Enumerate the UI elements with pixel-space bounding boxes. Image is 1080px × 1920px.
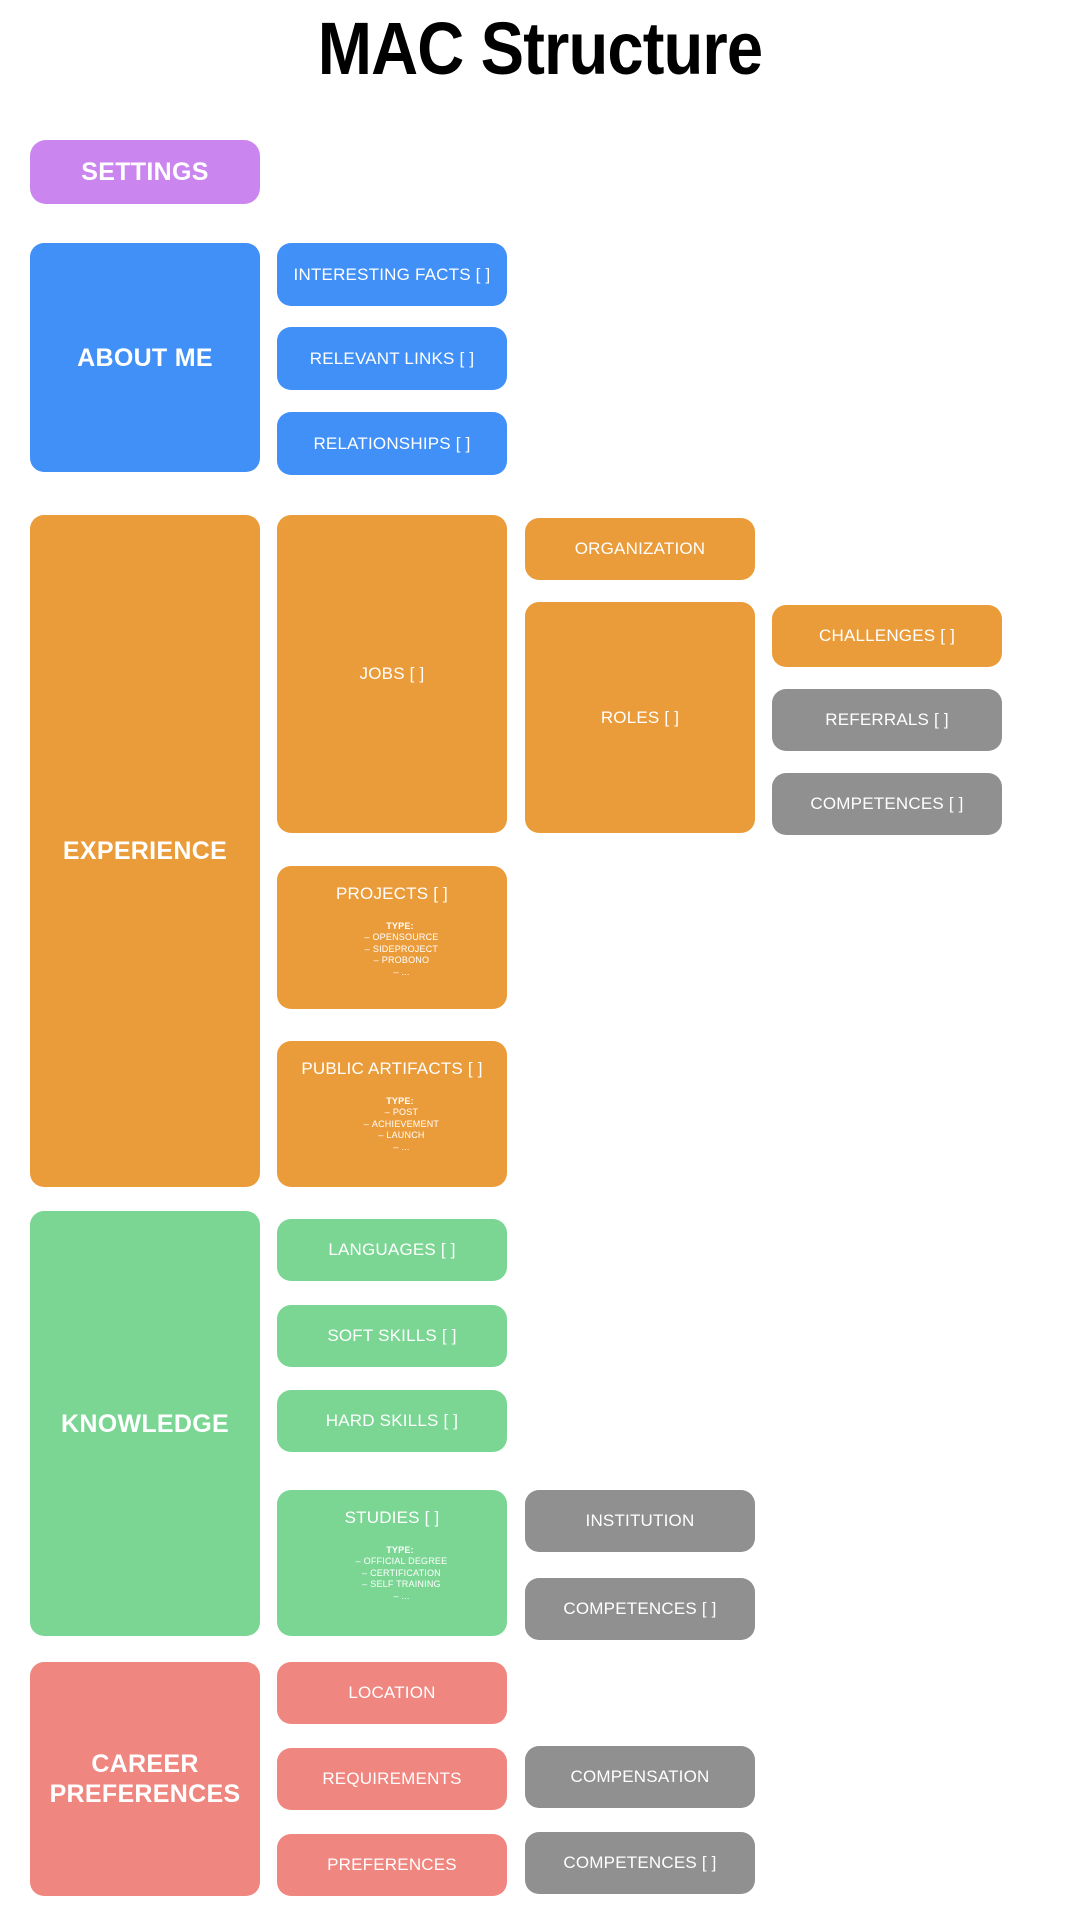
card-settings[interactable]: SETTINGS xyxy=(30,140,260,204)
card-projects-type-label: TYPE: xyxy=(386,921,414,931)
card-preferences[interactable]: PREFERENCES xyxy=(277,1834,507,1896)
card-organization[interactable]: ORGANIZATION xyxy=(525,518,755,580)
page-title: MAC Structure xyxy=(317,7,763,90)
card-projects-type-list: –OPENSOURCE –SIDEPROJECT –PROBONO –... xyxy=(277,932,507,978)
card-projects-label: PROJECTS [ ] xyxy=(336,884,448,903)
card-public-artifacts-type-list: –POST –ACHIEVEMENT –LAUNCH –... xyxy=(277,1107,507,1153)
list-item: –SIDEPROJECT xyxy=(364,943,439,954)
card-requirements[interactable]: REQUIREMENTS xyxy=(277,1748,507,1810)
list-item: –... xyxy=(393,966,410,977)
card-institution[interactable]: INSTITUTION xyxy=(525,1490,755,1552)
card-public-artifacts-type-label: TYPE: xyxy=(386,1096,414,1106)
card-relevant-links[interactable]: RELEVANT LINKS [ ] xyxy=(277,327,507,390)
list-item: –POST xyxy=(384,1107,419,1117)
list-item: –CERTIFICATION xyxy=(362,1567,441,1578)
card-competences-experience[interactable]: COMPETENCES [ ] xyxy=(772,773,1002,835)
card-languages[interactable]: LANGUAGES [ ] xyxy=(277,1219,507,1281)
card-competences-knowledge[interactable]: COMPETENCES [ ] xyxy=(525,1578,755,1640)
list-item: –... xyxy=(393,1141,410,1152)
list-item: –SELF TRAINING xyxy=(362,1579,441,1589)
card-competences-career[interactable]: COMPETENCES [ ] xyxy=(525,1832,755,1894)
list-item: –LAUNCH xyxy=(378,1130,425,1140)
card-studies[interactable]: STUDIES [ ] TYPE: –OFFICIAL DEGREE –CERT… xyxy=(277,1490,507,1636)
card-jobs[interactable]: JOBS [ ] xyxy=(277,515,507,833)
card-roles[interactable]: ROLES [ ] xyxy=(525,602,755,833)
card-location[interactable]: LOCATION xyxy=(277,1662,507,1724)
list-item: –ACHIEVEMENT xyxy=(363,1118,440,1129)
card-studies-label: STUDIES [ ] xyxy=(344,1508,440,1527)
card-projects[interactable]: PROJECTS [ ] TYPE: –OPENSOURCE –SIDEPROJ… xyxy=(277,866,507,1009)
list-item: –... xyxy=(393,1590,410,1601)
card-interesting-facts[interactable]: INTERESTING FACTS [ ] xyxy=(277,243,507,306)
card-about-me[interactable]: ABOUT ME xyxy=(30,243,260,472)
card-hard-skills[interactable]: HARD SKILLS [ ] xyxy=(277,1390,507,1452)
list-item: –OFFICIAL DEGREE xyxy=(355,1556,448,1566)
card-challenges[interactable]: CHALLENGES [ ] xyxy=(772,605,1002,667)
list-item: –OPENSOURCE xyxy=(364,932,439,942)
card-knowledge[interactable]: KNOWLEDGE xyxy=(30,1211,260,1636)
card-studies-type-list: –OFFICIAL DEGREE –CERTIFICATION –SELF TR… xyxy=(277,1556,507,1602)
card-career-preferences[interactable]: CAREER PREFERENCES xyxy=(30,1662,260,1896)
card-public-artifacts-label: PUBLIC ARTIFACTS [ ] xyxy=(301,1059,483,1078)
card-experience[interactable]: EXPERIENCE xyxy=(30,515,260,1187)
card-referrals[interactable]: REFERRALS [ ] xyxy=(772,689,1002,751)
card-public-artifacts[interactable]: PUBLIC ARTIFACTS [ ] TYPE: –POST –ACHIEV… xyxy=(277,1041,507,1187)
card-relationships[interactable]: RELATIONSHIPS [ ] xyxy=(277,412,507,475)
card-compensation[interactable]: COMPENSATION xyxy=(525,1746,755,1808)
list-item: –PROBONO xyxy=(373,955,430,965)
card-soft-skills[interactable]: SOFT SKILLS [ ] xyxy=(277,1305,507,1367)
card-studies-type-label: TYPE: xyxy=(386,1545,414,1555)
